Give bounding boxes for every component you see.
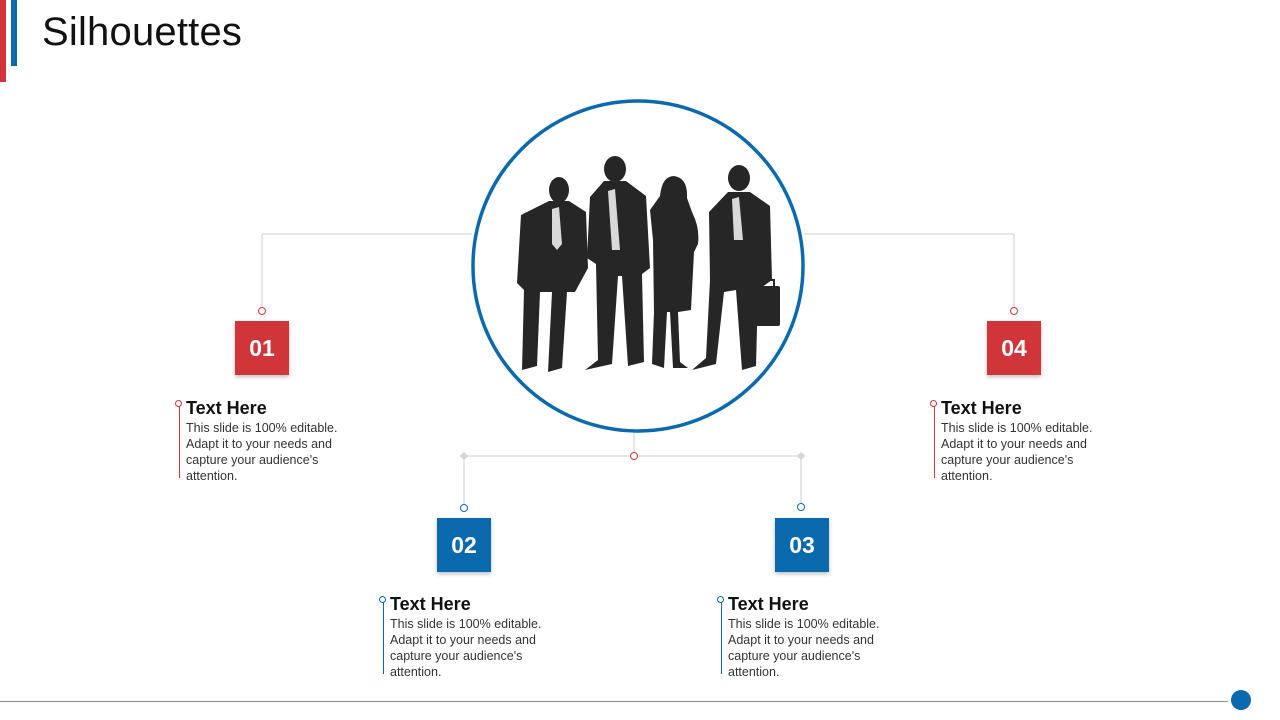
connector-line-04 [804,233,1015,307]
dot-03 [797,503,805,511]
slide-title: Silhouettes [42,10,243,54]
item-body: This slide is 100% editable. Adapt it to… [941,421,1093,483]
badge-number: 01 [249,334,275,361]
junction-diamond-left [459,451,469,461]
text-accent-line [721,600,722,674]
item-body: This slide is 100% editable. Adapt it to… [728,617,880,679]
text-accent-dot [175,400,182,407]
junction-diamond-right [796,451,806,461]
badge-number: 02 [451,531,477,558]
item-heading: Text Here [390,594,471,614]
dot-02 [460,504,468,512]
text-accent-dot [930,400,937,407]
text-block-02: Text Here This slide is 100% editable. A… [379,593,565,680]
briefcase-icon [756,286,780,326]
badge-number: 03 [789,531,815,558]
person-silhouette-3 [650,176,699,368]
text-accent-line [383,600,384,674]
number-badge-04: 04 [987,321,1041,375]
item-heading: Text Here [728,594,809,614]
text-accent-line [179,404,180,478]
item-body: This slide is 100% editable. Adapt it to… [390,617,542,679]
footer-dot [1231,690,1251,710]
accent-bar-blue [11,0,17,66]
person-silhouette-2 [585,156,650,370]
footer-line [0,701,1228,702]
text-block-04: Text Here This slide is 100% editable. A… [930,397,1116,484]
accent-bar-red [0,0,6,82]
number-badge-03: 03 [775,518,829,572]
text-accent-line [934,404,935,478]
business-people-silhouette-icon [517,156,780,372]
text-accent-dot [717,596,724,603]
text-accent-dot [379,596,386,603]
dot-center [630,452,638,460]
number-badge-02: 02 [437,518,491,572]
person-silhouette-1 [517,177,588,372]
item-heading: Text Here [186,398,267,418]
dot-01 [258,307,266,315]
number-badge-01: 01 [235,321,289,375]
item-body: This slide is 100% editable. Adapt it to… [186,421,338,483]
item-heading: Text Here [941,398,1022,418]
person-silhouette-4 [692,165,780,370]
text-block-03: Text Here This slide is 100% editable. A… [717,593,903,680]
connector-line-01 [261,233,472,307]
dot-04 [1010,307,1018,315]
badge-number: 04 [1001,334,1027,361]
text-block-01: Text Here This slide is 100% editable. A… [175,397,361,484]
